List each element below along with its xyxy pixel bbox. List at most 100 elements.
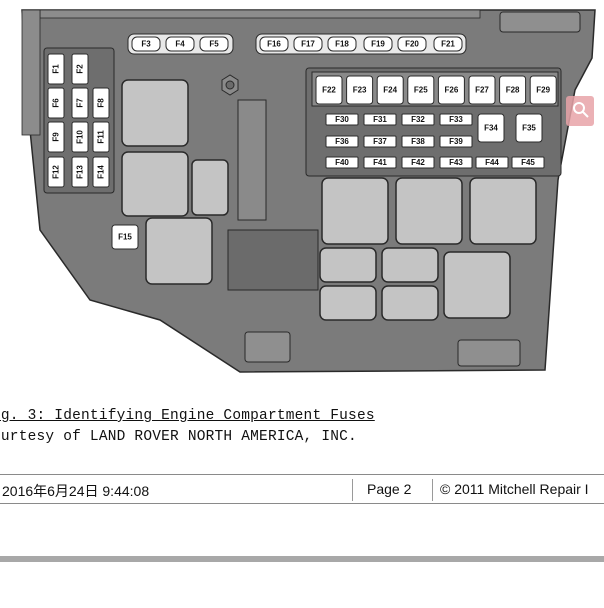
fuse-f18: F18 [327,36,357,52]
fuse-label: F2 [76,64,85,74]
mounting-tab [499,11,581,33]
fuse-f32: F32 [401,113,435,126]
fuse-label: F23 [353,86,367,95]
relay [381,247,439,283]
fuse-label: F34 [484,124,498,133]
fuse-label: F36 [335,137,349,146]
relay [191,159,229,216]
housing-ridge [237,99,267,221]
fuse-label: F3 [141,40,151,49]
housing-top-ledge [39,9,481,19]
fuse-f37: F37 [363,135,397,148]
fuse-f30: F30 [325,113,359,126]
footer-divider [432,479,433,501]
relay [121,79,189,147]
fuse-label: F1 [52,64,61,74]
fuse-label: F41 [373,158,387,167]
fuse-f10: F10 [71,121,89,153]
relay [395,177,463,245]
fuse-label: F25 [414,86,428,95]
fuse-f17: F17 [293,36,323,52]
fuse-label: F27 [475,86,489,95]
relay [319,247,377,283]
fuse-f3: F3 [131,36,161,52]
fuse-f25: F25 [407,75,435,105]
fuse-label: F38 [411,137,425,146]
fuse-f20: F20 [397,36,427,52]
fuse-label: F7 [76,98,85,108]
fuse-f40: F40 [325,156,359,169]
fuse-label: F16 [267,40,281,49]
fuse-f24: F24 [376,75,404,105]
footer-divider [352,479,353,501]
fuse-f38: F38 [401,135,435,148]
fuse-label: F11 [97,130,106,144]
fuse-f27: F27 [468,75,496,105]
relay [381,285,439,321]
footer-datetime: 2016年6月24日 9:44:08 [2,483,150,499]
fuse-f22: F22 [315,75,343,105]
fuse-label: F44 [485,158,499,167]
relay [443,251,511,319]
fuse-label: F5 [209,40,219,49]
fuse-label: F13 [76,165,85,179]
relay [319,285,377,321]
figure-caption: ig. 3: Identifying Engine Compartment Fu… [0,408,375,424]
fuse-label: F22 [322,86,336,95]
fuse-f26: F26 [437,75,465,105]
footer-copyright: © 2011 Mitchell Repair I [440,481,589,497]
fuse-label: F40 [335,158,349,167]
fuse-f13: F13 [71,156,89,188]
fuse-label: F43 [449,158,463,167]
fuse-label: F32 [411,115,425,124]
fuse-label: F29 [536,86,550,95]
fuse-label: F9 [52,132,61,142]
fuse-label: F21 [441,40,455,49]
fuse-label: F18 [335,40,349,49]
fuse-label: F33 [449,115,463,124]
bottom-rule [0,556,604,562]
fuse-label: F10 [76,130,85,144]
fuse-label: F20 [405,40,419,49]
fuse-label: F26 [445,86,459,95]
fuse-f8: F8 [92,87,110,119]
fuse-f31: F31 [363,113,397,126]
fuse-f6: F6 [47,87,65,119]
fuse-f9: F9 [47,121,65,153]
fuse-f35: F35 [515,113,543,143]
fuse-f34: F34 [477,113,505,143]
fuse-f29: F29 [529,75,557,105]
relay [145,217,213,285]
fuse-f5: F5 [199,36,229,52]
fuse-label: F24 [383,86,397,95]
fuse-f1: F1 [47,53,65,85]
footer-page-number: Page 2 [367,481,412,497]
fuse-label: F17 [301,40,315,49]
fuse-f15: F15 [111,224,139,250]
fuse-label: F30 [335,115,349,124]
magnifier-icon[interactable] [566,96,594,126]
mounting-tab [457,339,521,367]
relay [121,151,189,217]
relay [321,177,389,245]
fuse-label: F35 [522,124,536,133]
fuse-f44: F44 [475,156,509,169]
fuse-label: F45 [521,158,535,167]
fuse-f41: F41 [363,156,397,169]
relay [469,177,537,245]
fuse-label: F19 [371,40,385,49]
fuse-f28: F28 [499,75,527,105]
fuse-label: F42 [411,158,425,167]
fuse-label: F37 [373,137,387,146]
fuse-label: F28 [506,86,520,95]
housing-left-wall [21,9,41,136]
page-footer: 2016年6月24日 9:44:08 Page 2 © 2011 Mitchel… [0,474,604,504]
fuse-f42: F42 [401,156,435,169]
fuse-f39: F39 [439,135,473,148]
fuse-label: F39 [449,137,463,146]
fuse-label: F15 [118,233,132,242]
fuse-f43: F43 [439,156,473,169]
fuse-f21: F21 [433,36,463,52]
fuse-label: F8 [97,98,106,108]
